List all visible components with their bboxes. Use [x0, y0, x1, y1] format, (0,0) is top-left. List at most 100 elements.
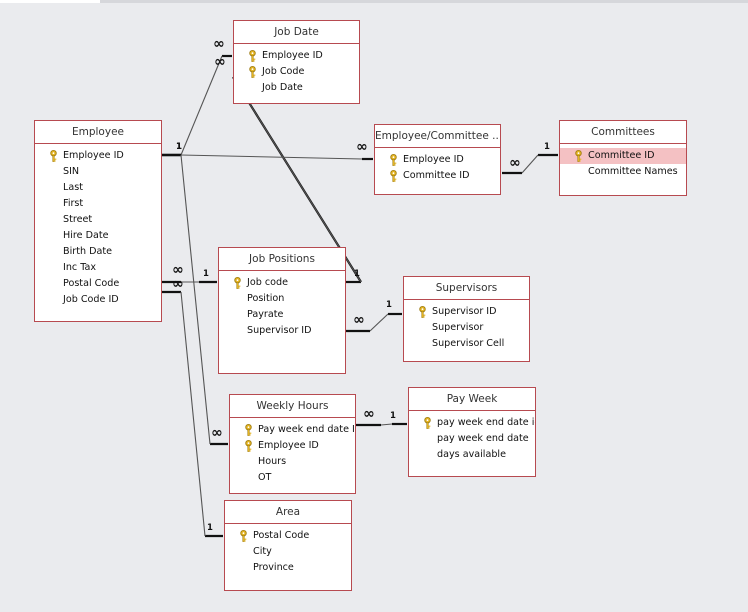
field-last[interactable]: Last: [35, 180, 161, 196]
relationship-pay-week-weekly-hours[interactable]: 1∞: [356, 406, 407, 427]
field-employee-id[interactable]: Employee ID: [230, 438, 355, 454]
field-pay-week-end-date-id[interactable]: Pay week end date ID: [230, 422, 355, 438]
field-label: Employee ID: [262, 50, 323, 61]
cardinality-many-label: ∞: [172, 276, 184, 292]
field-job-code[interactable]: Job Code: [234, 64, 359, 80]
field-birth-date[interactable]: Birth Date: [35, 244, 161, 260]
cardinality-many-label: ∞: [172, 262, 184, 278]
table-title[interactable]: Job Positions: [219, 248, 345, 271]
field-committee-names[interactable]: Committee Names: [560, 164, 686, 180]
field-list: Employee ID Committee ID: [375, 148, 500, 184]
field-supervisor[interactable]: Supervisor: [404, 320, 529, 336]
field-hours[interactable]: Hours: [230, 454, 355, 470]
relationship-employee-employee-committee[interactable]: 1∞: [162, 139, 373, 161]
field-committee-id[interactable]: Committee ID: [560, 148, 686, 164]
primary-key-icon: [245, 424, 252, 436]
primary-key-icon: [245, 440, 252, 452]
field-employee-id[interactable]: Employee ID: [375, 152, 500, 168]
relationship-supervisors-job-positions[interactable]: 1∞: [345, 300, 402, 333]
field-street[interactable]: Street: [35, 212, 161, 228]
field-postal-code[interactable]: Postal Code: [35, 276, 161, 292]
field-job-code-id[interactable]: Job Code ID: [35, 292, 161, 308]
relationship-employee-weekly-hours[interactable]: 1∞: [162, 142, 228, 446]
field-job-date[interactable]: Job Date: [234, 80, 359, 96]
primary-key-icon: [390, 170, 397, 182]
field-postal-code[interactable]: Postal Code: [225, 528, 351, 544]
line-connector: [180, 291, 206, 537]
line-connector: [521, 154, 539, 174]
field-label: Job code: [247, 277, 288, 288]
field-label: City: [253, 546, 272, 557]
cardinality-many-label: ∞: [509, 155, 521, 171]
relationship-job-positions-employee[interactable]: 1∞: [162, 262, 217, 284]
field-label: Job Code: [262, 66, 305, 77]
table-title[interactable]: Pay Week: [409, 388, 535, 411]
table-title[interactable]: Area: [225, 501, 351, 524]
cardinality-many-label: ∞: [214, 54, 226, 70]
field-city[interactable]: City: [225, 544, 351, 560]
table-employee-committee[interactable]: Employee/Committee ... Employee ID Committ…: [374, 124, 501, 195]
primary-key-icon: [249, 66, 256, 78]
table-title[interactable]: Job Date: [234, 21, 359, 44]
table-title[interactable]: Employee: [35, 121, 161, 144]
field-label: Payrate: [247, 309, 284, 320]
cardinality-many-label: ∞: [211, 425, 223, 441]
field-label: Committee ID: [403, 170, 470, 181]
field-ot[interactable]: OT: [230, 470, 355, 486]
field-label: Committee Names: [588, 166, 678, 177]
field-label: Employee ID: [258, 440, 319, 451]
field-job-code[interactable]: Job code: [219, 275, 345, 291]
cardinality-one-label: 1: [176, 142, 182, 152]
field-pay-week-end-date-id[interactable]: pay week end date id: [409, 415, 535, 431]
field-label: Position: [247, 293, 285, 304]
field-position[interactable]: Position: [219, 291, 345, 307]
field-committee-id[interactable]: Committee ID: [375, 168, 500, 184]
field-supervisor-id[interactable]: Supervisor ID: [404, 304, 529, 320]
field-supervisor-id[interactable]: Supervisor ID: [219, 323, 345, 339]
table-title[interactable]: Committees: [560, 121, 686, 144]
relationship-area-employee[interactable]: 1∞: [162, 276, 223, 538]
field-label: Inc Tax: [63, 262, 97, 273]
field-label: Supervisor Cell: [432, 338, 505, 349]
cardinality-many-label: ∞: [213, 36, 225, 52]
primary-key-icon: [234, 277, 241, 289]
field-sin[interactable]: SIN: [35, 164, 161, 180]
field-pay-week-end-date[interactable]: pay week end date: [409, 431, 535, 447]
field-label: Supervisor: [432, 322, 484, 333]
relationship-committees-employee-committee[interactable]: 1∞: [502, 142, 558, 175]
field-label: Employee ID: [403, 154, 464, 165]
line-connector: [180, 55, 223, 156]
field-supervisor-cell[interactable]: Supervisor Cell: [404, 336, 529, 352]
field-province[interactable]: Province: [225, 560, 351, 576]
primary-key-icon: [240, 530, 247, 542]
field-employee-id[interactable]: Employee ID: [35, 148, 161, 164]
table-title[interactable]: Weekly Hours: [230, 395, 355, 418]
field-first[interactable]: First: [35, 196, 161, 212]
field-label: OT: [258, 472, 272, 483]
field-hire-date[interactable]: Hire Date: [35, 228, 161, 244]
cardinality-many-label: ∞: [353, 312, 365, 328]
line-connector: [180, 154, 211, 445]
field-inc-tax[interactable]: Inc Tax: [35, 260, 161, 276]
field-payrate[interactable]: Payrate: [219, 307, 345, 323]
field-label: Job Code ID: [63, 294, 119, 305]
table-title[interactable]: Supervisors: [404, 277, 529, 300]
line-connector: [369, 313, 389, 332]
field-days-available[interactable]: days available: [409, 447, 535, 463]
table-title[interactable]: Employee/Committee ...: [375, 125, 500, 148]
primary-key-icon: [575, 150, 582, 162]
field-employee-id[interactable]: Employee ID: [234, 48, 359, 64]
document-tab[interactable]: [0, 0, 100, 3]
